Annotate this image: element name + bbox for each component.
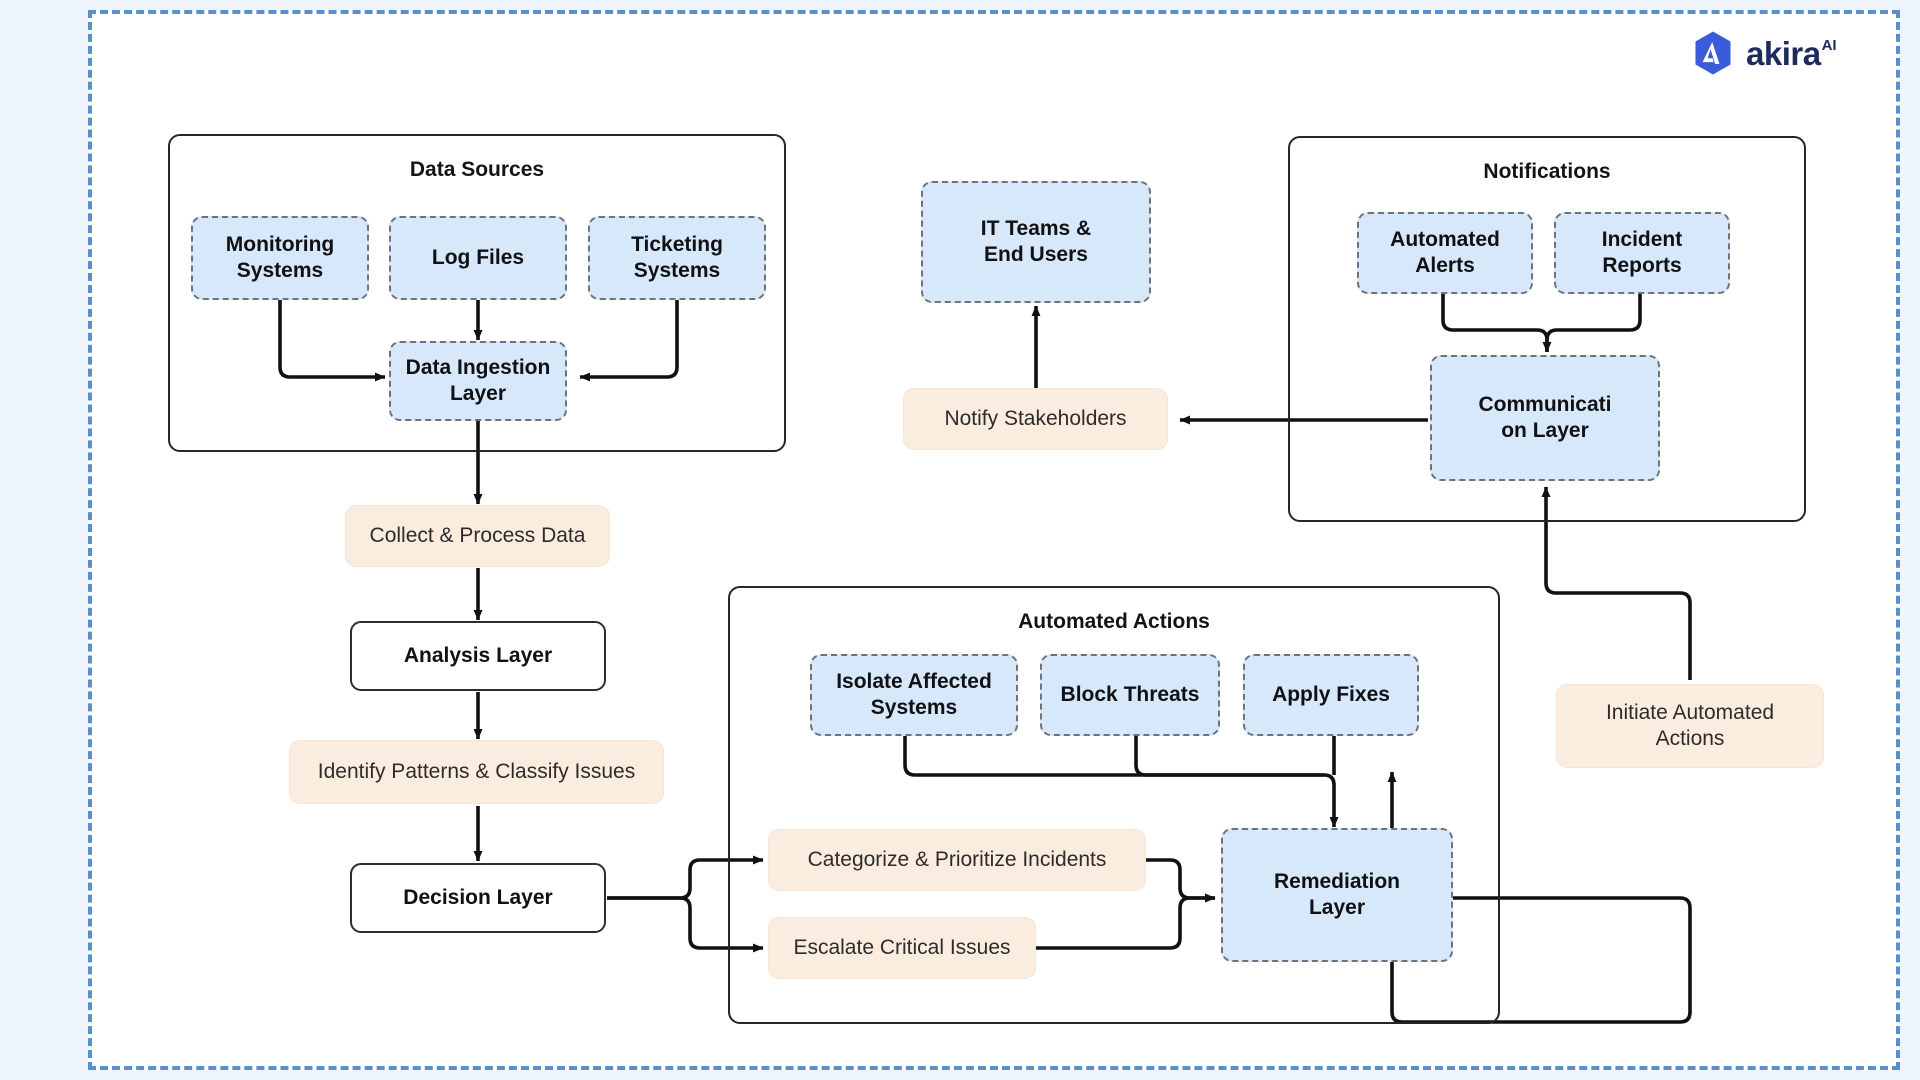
group-title-automated-actions: Automated Actions	[1018, 610, 1210, 633]
node-monitoring-systems[interactable]: Monitoring Systems	[191, 216, 369, 300]
node-it-teams-end-users[interactable]: IT Teams & End Users	[921, 181, 1151, 303]
node-collect-process-data[interactable]: Collect & Process Data	[345, 505, 610, 567]
node-notify-stakeholders[interactable]: Notify Stakeholders	[903, 388, 1168, 450]
brand-superscript: AI	[1821, 36, 1837, 54]
node-automated-alerts[interactable]: Automated Alerts	[1357, 212, 1533, 294]
node-apply-fixes[interactable]: Apply Fixes	[1243, 654, 1419, 736]
brand-logo: akira AI	[1690, 30, 1837, 76]
group-title-data-sources: Data Sources	[409, 158, 545, 181]
node-initiate-automated-actions[interactable]: Initiate Automated Actions	[1556, 684, 1824, 768]
brand-name: akira	[1746, 34, 1821, 72]
node-remediation-layer[interactable]: Remediation Layer	[1221, 828, 1453, 962]
node-communication-layer[interactable]: Communicati on Layer	[1430, 355, 1660, 481]
group-title-notifications: Notifications	[1483, 160, 1611, 183]
node-analysis-layer[interactable]: Analysis Layer	[350, 621, 606, 691]
akira-hexagon-logo-icon	[1690, 30, 1736, 76]
node-log-files[interactable]: Log Files	[389, 216, 567, 300]
node-identify-patterns[interactable]: Identify Patterns & Classify Issues	[289, 740, 664, 804]
node-isolate-affected-systems[interactable]: Isolate Affected Systems	[810, 654, 1018, 736]
node-decision-layer[interactable]: Decision Layer	[350, 863, 606, 933]
node-ticketing-systems[interactable]: Ticketing Systems	[588, 216, 766, 300]
node-escalate-critical-issues[interactable]: Escalate Critical Issues	[768, 917, 1036, 979]
node-categorize-prioritize[interactable]: Categorize & Prioritize Incidents	[768, 829, 1146, 891]
node-incident-reports[interactable]: Incident Reports	[1554, 212, 1730, 294]
node-data-ingestion-layer[interactable]: Data Ingestion Layer	[389, 341, 567, 421]
node-block-threats[interactable]: Block Threats	[1040, 654, 1220, 736]
